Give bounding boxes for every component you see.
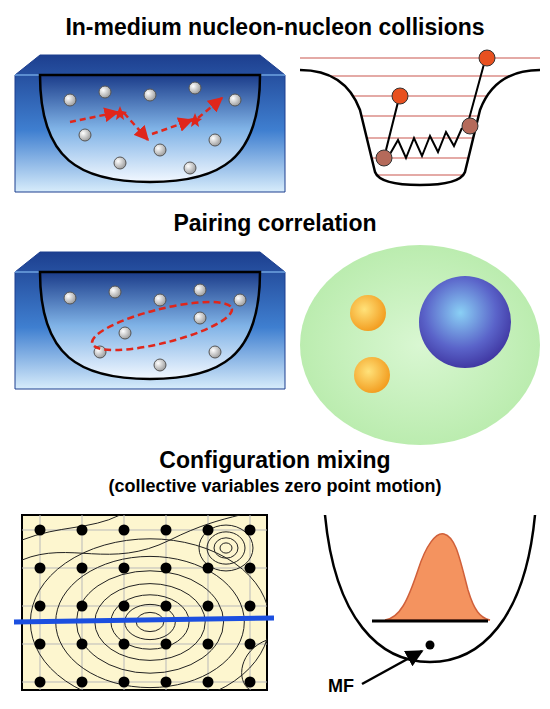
collision-path [70, 98, 222, 140]
section-heading: Pairing correlation [173, 210, 376, 236]
interaction-lines [386, 64, 484, 158]
zero-point-sketch [325, 515, 535, 684]
collision-star [113, 106, 202, 127]
section-heading: In-medium nucleon-nucleon collisions [65, 14, 484, 40]
nucleons [64, 284, 246, 371]
energy-levels [300, 58, 540, 175]
nucleus-slab [15, 252, 285, 389]
nucleons [64, 82, 241, 174]
arrow-label: MF [328, 676, 354, 697]
pairing-sketch [300, 245, 540, 445]
section-heading: Configuration mixing [159, 447, 390, 473]
energy-surface [14, 515, 274, 705]
subheading: (collective variables zero point motion) [108, 476, 441, 497]
pair-ellipse [88, 292, 236, 360]
potential-well [300, 70, 540, 185]
particle-hole [376, 50, 495, 166]
nucleus-slab [15, 55, 285, 192]
